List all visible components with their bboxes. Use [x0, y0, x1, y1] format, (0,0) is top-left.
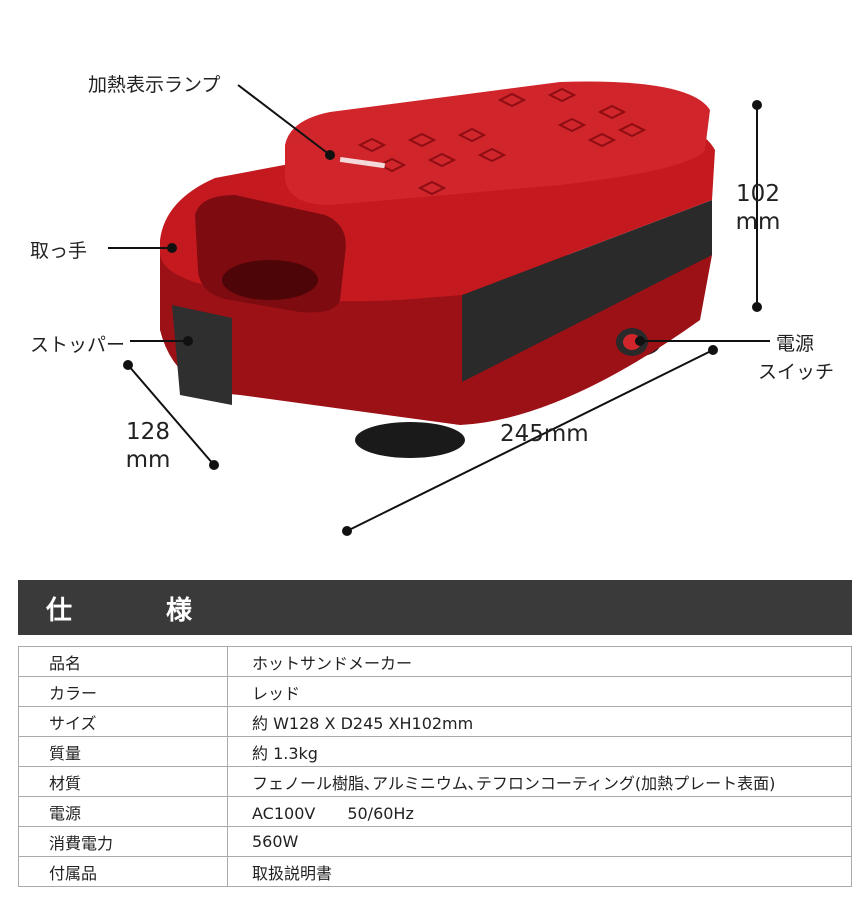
spec-value: 約 W128 X D245 XH102mm	[227, 706, 852, 737]
spec-title-right: 様	[166, 596, 195, 626]
spec-value: 取扱説明書	[227, 856, 852, 887]
spec-key: 付属品	[18, 856, 228, 887]
hot-sand-maker-image	[108, 81, 770, 536]
width-value: 128	[126, 419, 170, 445]
spec-key: 電源	[18, 796, 228, 827]
callout-lamp: 加熱表示ランプ	[88, 74, 221, 96]
spec-row: 付属品取扱説明書	[18, 856, 852, 887]
spec-key: 消費電力	[18, 826, 228, 857]
spec-value: フェノール樹脂､アルミニウム､テフロンコーティング(加熱プレート表面)	[227, 766, 852, 797]
product-illustration: 加熱表示ランプ 取っ手 ストッパー 電源 スイッチ 102 mm 128 mm …	[30, 74, 835, 536]
spec-value: 560W	[227, 826, 852, 857]
callout-handle: 取っ手	[30, 240, 88, 262]
spec-row: 材質フェノール樹脂､アルミニウム､テフロンコーティング(加熱プレート表面)	[18, 766, 852, 797]
width-unit: mm	[125, 447, 171, 473]
spec-key: カラー	[18, 676, 228, 707]
spec-row: 質量約 1.3kg	[18, 736, 852, 767]
spec-row: 品名ホットサンドメーカー	[18, 646, 852, 677]
callout-power-switch-line2: スイッチ	[758, 361, 835, 383]
spec-key: サイズ	[18, 706, 228, 737]
spec-value: レッド	[227, 676, 852, 707]
spec-value: 約 1.3kg	[227, 736, 852, 767]
spec-key: 品名	[18, 646, 228, 677]
callout-power-switch-line1: 電源	[776, 333, 815, 355]
spec-value: ホットサンドメーカー	[227, 646, 852, 677]
spec-row: カラーレッド	[18, 676, 852, 707]
width-dimension: 128 mm	[118, 418, 178, 474]
spec-title-left: 仕	[46, 596, 75, 626]
height-value: 102	[736, 181, 780, 207]
spec-table: 品名ホットサンドメーカーカラーレッドサイズ約 W128 X D245 XH102…	[18, 646, 852, 887]
spec-key: 材質	[18, 766, 228, 797]
spec-key: 質量	[18, 736, 228, 767]
spec-value: AC100V 50/60Hz	[227, 796, 852, 827]
spec-row: サイズ約 W128 X D245 XH102mm	[18, 706, 852, 737]
height-dimension: 102 mm	[728, 180, 788, 236]
spec-header: 仕 様	[18, 580, 852, 635]
depth-dimension: 245mm	[500, 421, 589, 447]
height-unit: mm	[735, 209, 781, 235]
callout-stopper: ストッパー	[30, 334, 126, 356]
